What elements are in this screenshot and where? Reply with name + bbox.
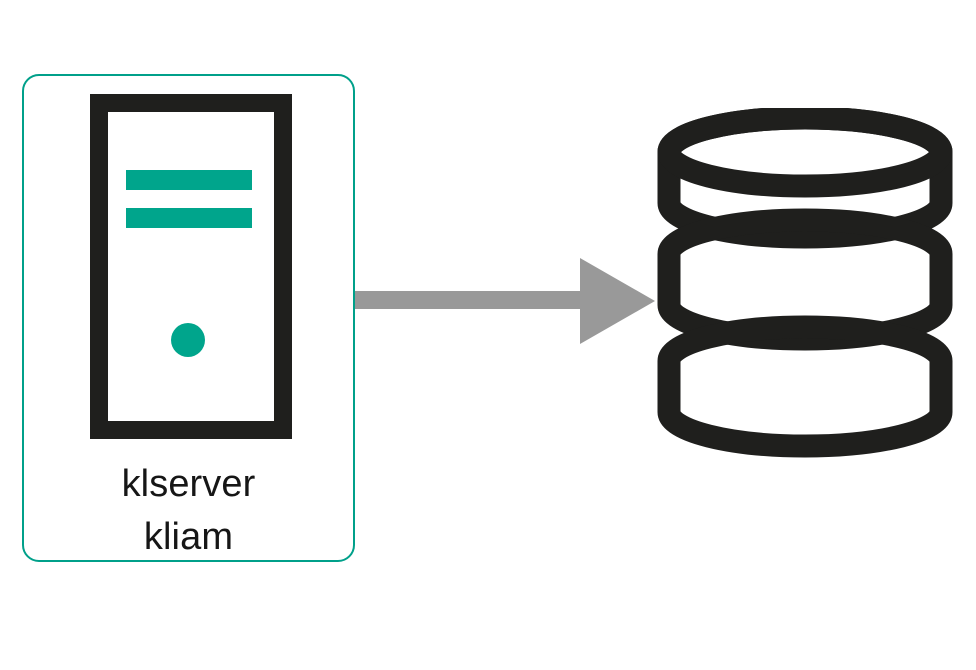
server-node[interactable]: klserver kliam bbox=[22, 74, 355, 562]
server-node-label-line2: kliam bbox=[143, 516, 234, 558]
server-node-label-line1: klserver bbox=[121, 463, 256, 505]
server-node-label: klserver kliam bbox=[24, 458, 353, 564]
server-slot-bar-bottom bbox=[126, 208, 252, 228]
database-disk-1-top-ellipse bbox=[657, 108, 953, 198]
server-to-database-arrow[interactable] bbox=[355, 256, 657, 346]
block-arrow-shape bbox=[355, 258, 655, 344]
server-slot-bar-top bbox=[126, 170, 252, 190]
server-tower-icon bbox=[90, 94, 292, 439]
database-node[interactable] bbox=[650, 108, 960, 490]
database-icon bbox=[657, 108, 953, 458]
database-disk-3 bbox=[657, 315, 953, 458]
server-power-led-icon bbox=[171, 323, 205, 357]
